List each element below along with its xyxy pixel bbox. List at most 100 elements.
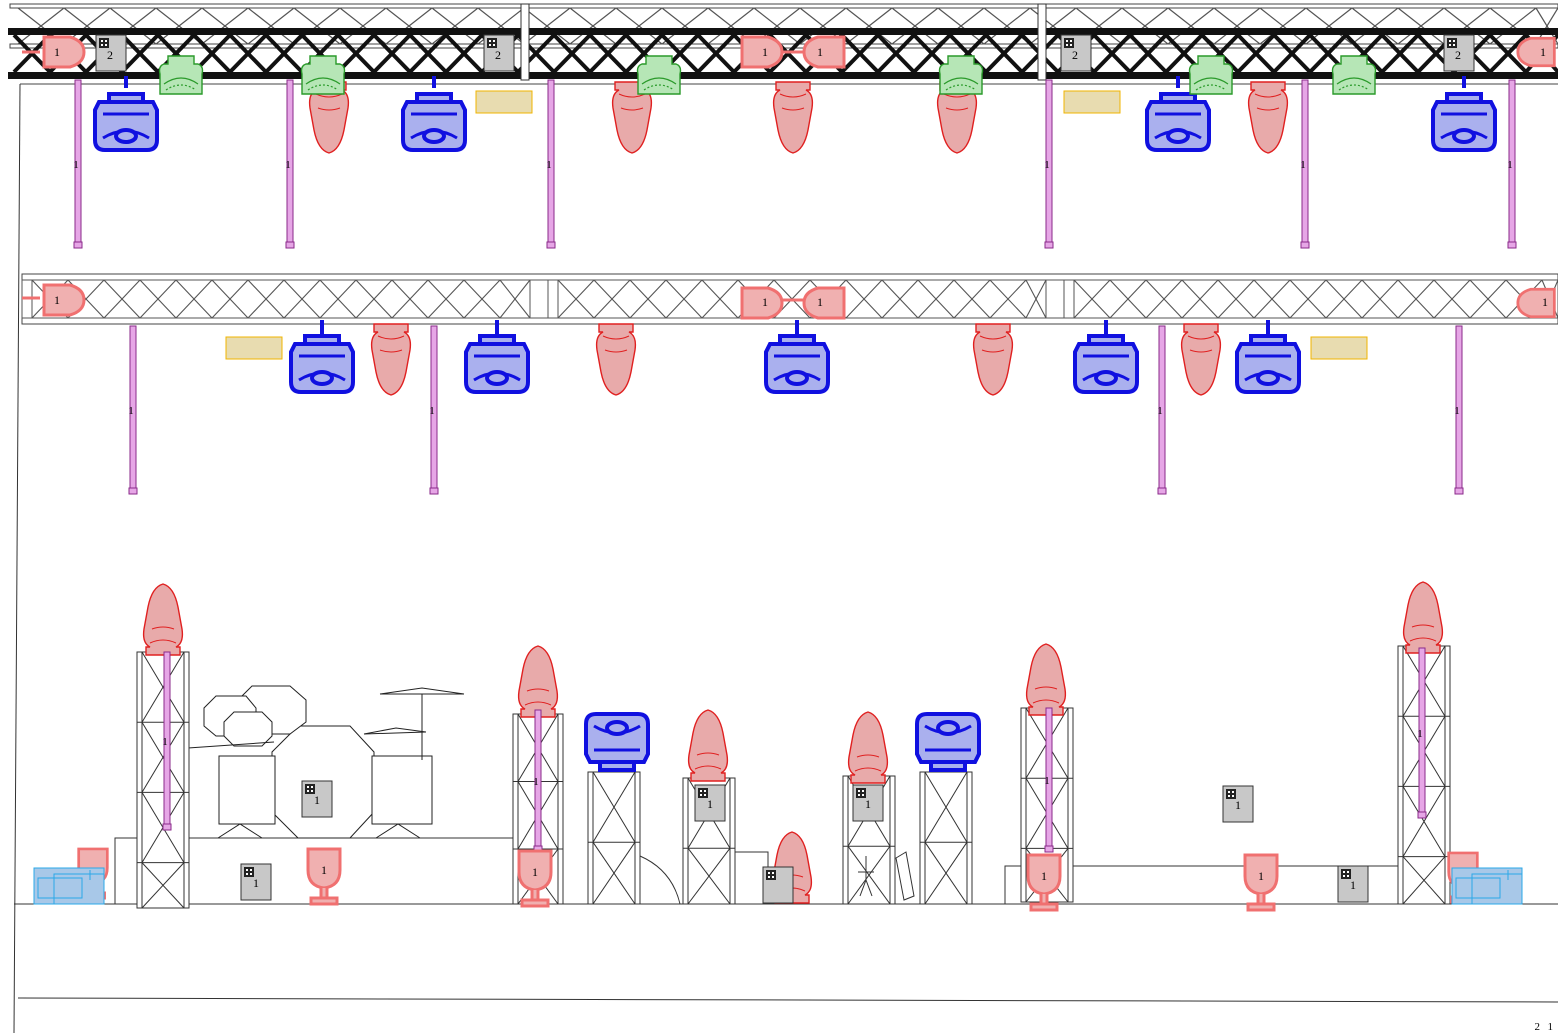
tube-end [285,241,295,249]
led-tube-icon[interactable]: 1 [533,709,543,853]
led-tube-icon[interactable]: 1 [1507,79,1517,249]
road-case-icon[interactable] [33,867,105,905]
tower-brace [592,771,636,843]
truss-brace [339,7,387,45]
moving-head-spot-icon[interactable] [847,711,889,784]
moving-head-wash-icon[interactable] [401,92,467,152]
rack-tom [371,755,433,825]
truss-brace [1289,279,1327,319]
truss-brace [881,279,919,319]
case-panel [37,877,83,899]
tube-end [1300,241,1310,249]
led-tube-icon[interactable]: 1 [162,651,172,831]
truss-brace [264,33,304,74]
moving-head-wash-icon[interactable] [764,334,830,394]
truss-tower[interactable] [587,771,641,905]
led-tube-icon[interactable]: 1 [429,325,439,495]
truss-heavy-chord-lower [8,72,1558,79]
par-label: 1 [817,45,823,59]
truss-lattice [17,7,1558,45]
truss-brace [557,279,595,319]
dimmer-box-icon[interactable] [762,866,794,904]
par-can-icon[interactable] [42,35,86,69]
led-tube-icon[interactable]: 1 [285,79,295,249]
moving-head-spot-icon[interactable] [687,709,729,782]
tower-brace [687,847,731,905]
led-tube-icon[interactable]: 1 [1417,647,1427,819]
led-tube-icon[interactable]: 1 [1300,79,1310,249]
truss-tower[interactable] [136,651,190,909]
led-tube-icon[interactable]: 1 [546,79,556,249]
moving-head-wash-icon[interactable] [464,334,530,394]
moving-head-spot-icon[interactable] [142,583,184,656]
box-label: 2 [107,48,113,62]
tube-label: 1 [128,405,134,417]
led-tube-icon[interactable]: 1 [73,79,83,249]
truss-brace [593,279,631,319]
led-tube-icon[interactable]: 1 [1157,325,1167,495]
moving-head-spot-icon[interactable] [517,645,559,718]
par-can-body [1516,287,1556,319]
road-case-icon[interactable] [1451,867,1523,905]
mid-truss-end [1063,279,1075,319]
tower-brace [141,862,185,909]
moving-head-spot-icon[interactable] [972,323,1014,396]
par-can-icon[interactable] [1516,287,1556,319]
moving-head-spot-icon[interactable] [1247,81,1289,154]
moving-head-spot-icon[interactable] [370,323,412,396]
moving-head-wash-icon[interactable] [93,92,159,152]
par-can-icon[interactable] [802,286,846,320]
par-can-body [42,35,86,69]
moving-head-spot-icon[interactable] [1180,323,1222,396]
led-tube-icon[interactable]: 1 [1044,707,1054,853]
truss-brace [1308,33,1348,74]
led-tube-icon[interactable]: 1 [1044,79,1054,249]
moving-head-spot-icon[interactable] [595,323,637,396]
moving-head-spot-icon[interactable] [772,81,814,154]
moving-head-wash-icon[interactable] [1235,334,1301,394]
tower-brace [141,721,185,793]
truss-brace [336,33,376,74]
par-can-icon[interactable] [1516,36,1556,68]
moving-head-wash-icon[interactable] [1073,334,1139,394]
moving-head-beam-icon[interactable] [300,55,346,95]
moving-head-wash-icon[interactable] [1431,92,1497,152]
moving-head-beam-icon[interactable] [1331,55,1377,95]
truss-brace [17,7,65,45]
par-can-icon[interactable] [42,283,86,317]
moving-head-spot-icon[interactable] [1025,643,1067,716]
box-label: 1 [1235,798,1241,812]
par-label: 1 [532,865,538,879]
par-can-icon[interactable] [802,35,846,69]
par-label: 1 [1542,295,1548,309]
case-lid [53,873,105,905]
box-label: 2 [495,48,501,62]
truss-brace [1128,33,1168,74]
led-tube-icon[interactable]: 1 [128,325,138,495]
truss-brace [953,279,991,319]
drum-stand [217,823,263,839]
tower-brace [847,845,891,905]
truss-lattice [31,279,531,319]
tower-frame [587,771,641,905]
truss-brace [1145,279,1183,319]
moving-head-wash-icon[interactable] [915,712,981,772]
box-label: 1 [707,797,713,811]
moving-head-wash-icon[interactable] [1145,92,1211,152]
tube-label: 1 [1507,159,1513,171]
wedge-monitor [895,851,915,901]
truss-brace [523,7,571,45]
moving-head-wash-icon[interactable] [584,712,650,772]
truss-brace [391,279,429,319]
led-tube-icon[interactable]: 1 [1454,325,1464,495]
truss-tower[interactable] [919,771,973,905]
truss-brace [431,7,479,45]
moving-head-wash-icon[interactable] [289,334,355,394]
truss-brace [463,279,501,319]
box-label: 1 [865,797,871,811]
truss-brace [840,33,880,74]
upper-truss[interactable] [8,3,1558,85]
tube-end [1507,241,1517,249]
moving-head-spot-icon[interactable] [1402,581,1444,654]
